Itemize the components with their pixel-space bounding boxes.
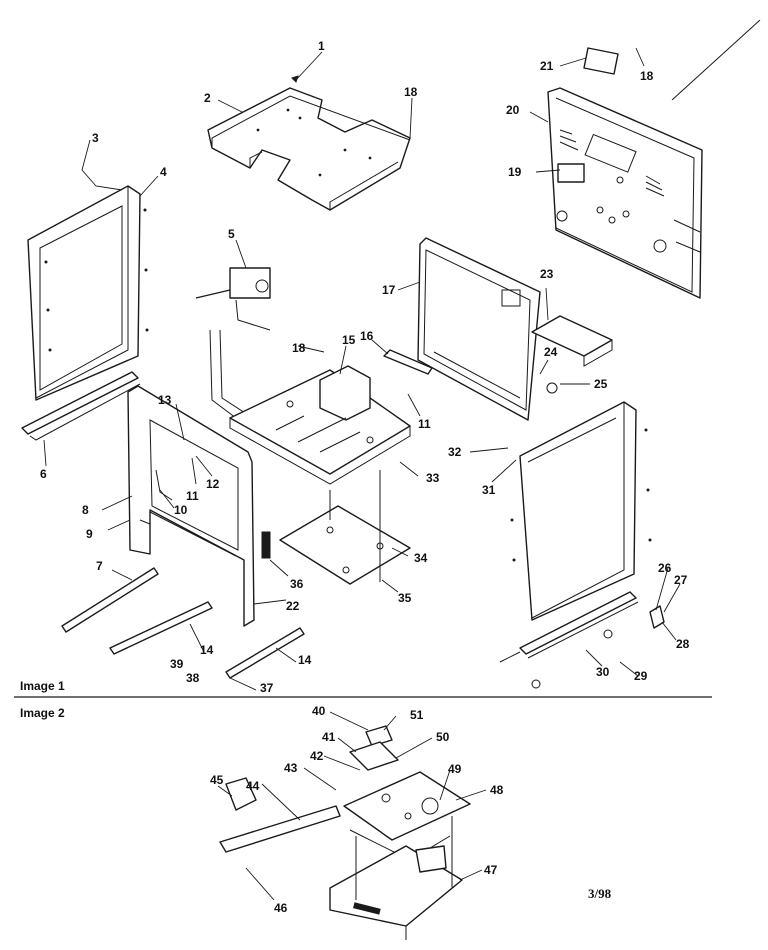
callout: 51 — [410, 708, 424, 722]
callout: 22 — [286, 599, 300, 613]
callout: 35 — [398, 591, 412, 605]
date-code: 3/98 — [588, 886, 612, 901]
callout: 50 — [436, 730, 450, 744]
bracket-part — [531, 315, 613, 367]
callout: 27 — [674, 573, 688, 587]
callout: 18 — [292, 341, 306, 355]
callout: 11 — [186, 489, 199, 503]
callout: 43 — [284, 761, 298, 775]
oven-bottom-part — [229, 365, 411, 585]
callout: 30 — [596, 665, 610, 679]
top-panel-part — [207, 87, 411, 211]
callout: 24 — [544, 345, 558, 359]
front-frame-part — [127, 385, 271, 627]
callout: 39 — [170, 657, 184, 671]
callout: 13 — [158, 393, 172, 407]
callout: 16 — [360, 329, 374, 343]
callout: 8 — [82, 503, 89, 517]
callout: 14 — [200, 643, 214, 657]
callout: 48 — [490, 783, 504, 797]
callout: 32 — [448, 445, 462, 459]
left-side-panel-part — [27, 185, 149, 401]
callout: 28 — [676, 637, 690, 651]
callout: 18 — [640, 69, 654, 83]
callout: 38 — [186, 671, 200, 685]
callout: 1 — [318, 39, 325, 53]
callout: 5 — [228, 227, 235, 241]
callout: 2 — [204, 91, 211, 105]
callout: 45 — [210, 773, 224, 787]
callout: 29 — [634, 669, 648, 683]
callout: 34 — [414, 551, 428, 565]
callout: 47 — [484, 863, 498, 877]
callout: 6 — [40, 467, 47, 481]
callout: 49 — [448, 762, 462, 776]
right-side-panel-part — [510, 401, 652, 621]
callout: 12 — [206, 477, 220, 491]
callout: 25 — [594, 377, 608, 391]
callout-labels: 1 2 18 21 18 20 19 3 4 5 17 23 18 15 16 … — [40, 39, 690, 915]
callout: 9 — [86, 527, 93, 541]
callout: 7 — [96, 559, 103, 573]
image-1-label: Image 1 — [20, 679, 65, 693]
callout: 18 — [404, 85, 418, 99]
callout: 40 — [312, 704, 326, 718]
callout: 3 — [92, 131, 99, 145]
back-panel-part — [547, 47, 703, 299]
callout: 26 — [658, 561, 672, 575]
burner-valve-assembly-part — [219, 725, 471, 940]
right-trim-rail-part — [499, 591, 665, 689]
bottom-rail-parts — [61, 567, 305, 679]
left-trim-rail-part — [21, 371, 141, 441]
callout: 44 — [246, 779, 260, 793]
callout: 17 — [382, 283, 396, 297]
callout: 21 — [540, 59, 554, 73]
callout: 4 — [160, 165, 167, 179]
callout: 20 — [506, 103, 520, 117]
callout: 33 — [426, 471, 440, 485]
callout: 11 — [418, 417, 431, 431]
callout: 14 — [298, 653, 312, 667]
callout: 15 — [342, 333, 356, 347]
callout: 19 — [508, 165, 522, 179]
callout: 23 — [540, 267, 554, 281]
callout: 36 — [290, 577, 304, 591]
callout: 37 — [260, 681, 274, 695]
rear-panel-part — [383, 237, 541, 421]
callout: 42 — [310, 749, 324, 763]
callout: 31 — [482, 483, 496, 497]
gas-valve-part — [195, 267, 271, 431]
callout: 46 — [274, 901, 288, 915]
image-2-label: Image 2 — [20, 706, 65, 720]
callout: 10 — [174, 503, 188, 517]
callout: 41 — [322, 730, 336, 744]
